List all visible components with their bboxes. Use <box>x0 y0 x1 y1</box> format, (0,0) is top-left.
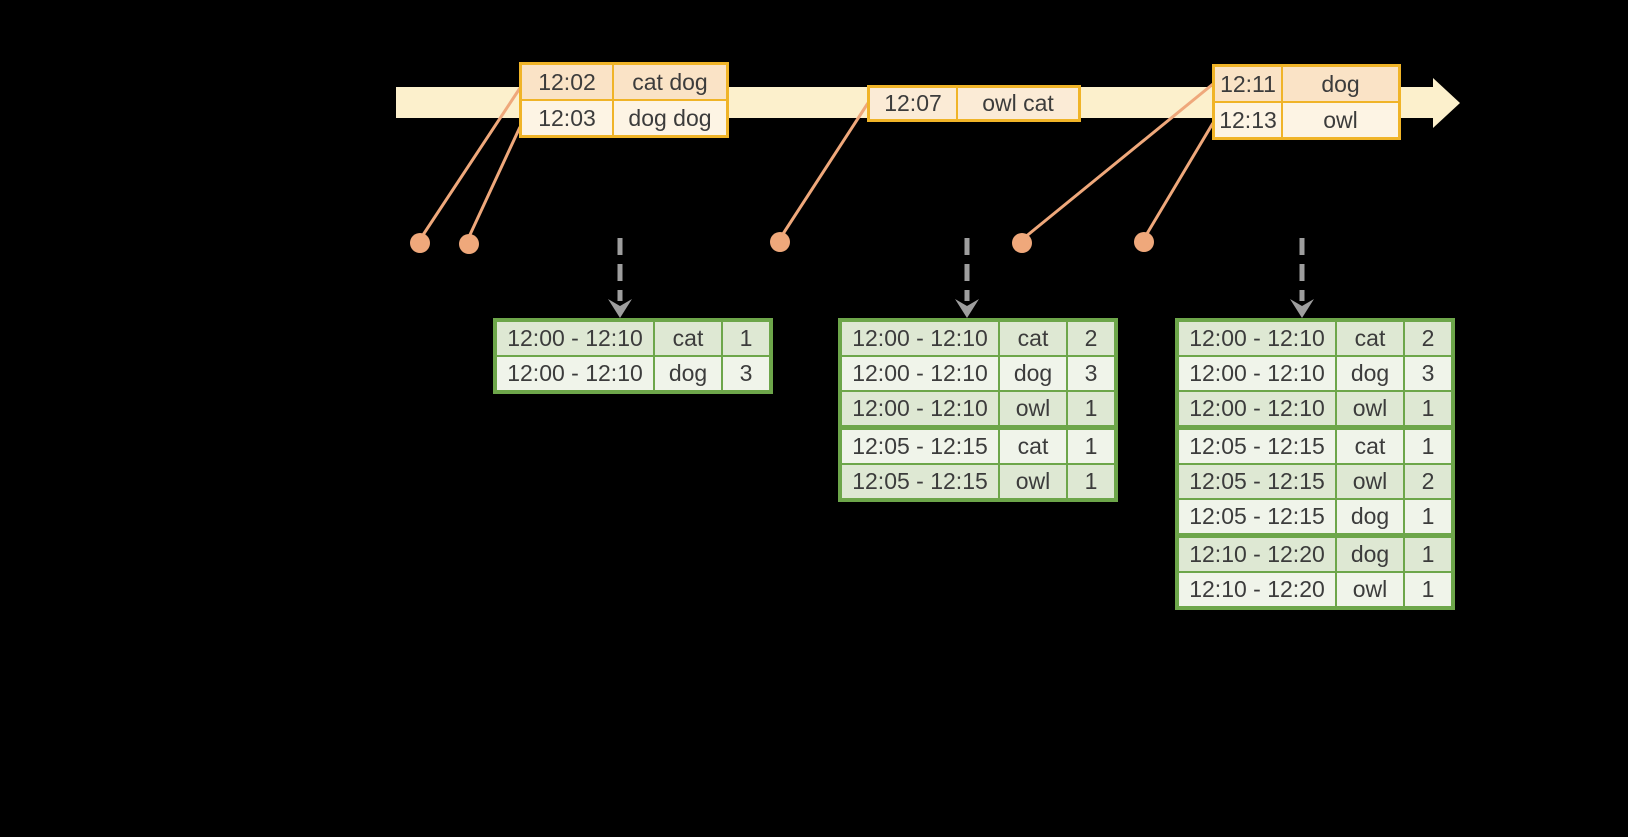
table-cell: 12:00 - 12:10 <box>1176 319 1337 357</box>
table-cell: 12:10 - 12:20 <box>1176 571 1337 609</box>
table-cell: dog <box>1335 498 1405 537</box>
table-cell: dog <box>653 355 723 393</box>
table-cell: 12:10 - 12:20 <box>1176 533 1337 573</box>
table-cell: 12:05 - 12:15 <box>839 463 1000 501</box>
table-cell: 1 <box>721 319 772 357</box>
table-cell: 12:00 - 12:10 <box>839 390 1000 429</box>
event-dot-icon-12-02 <box>410 233 430 253</box>
table-cell: 2 <box>1066 319 1117 357</box>
table-cell: 12:00 - 12:10 <box>1176 355 1337 392</box>
table-cell: cat <box>1335 319 1405 357</box>
table-cell: 1 <box>1403 390 1454 429</box>
table-cell: 3 <box>721 355 772 393</box>
event-dot-icon-12-11 <box>1012 233 1032 253</box>
table-cell: dog <box>998 355 1068 392</box>
table-cell: 12:00 - 12:10 <box>1176 390 1337 429</box>
table-cell: 1 <box>1403 498 1454 537</box>
table-cell: cat <box>1335 425 1405 465</box>
event-line-12-07 <box>779 102 870 238</box>
table-cell: cat <box>998 425 1068 465</box>
table-cell: owl <box>1281 101 1401 140</box>
table-cell: 12:00 - 12:10 <box>494 319 655 357</box>
table-cell: cat dog <box>612 62 729 101</box>
table-cell: 1 <box>1066 390 1117 429</box>
table-cell: 12:03 <box>519 99 614 138</box>
table-cell: 1 <box>1403 571 1454 609</box>
table-cell: 12:00 - 12:10 <box>839 319 1000 357</box>
table-cell: 12:05 - 12:15 <box>839 425 1000 465</box>
trigger-arrowhead-icon-1 <box>608 299 632 318</box>
table-cell: owl cat <box>956 85 1081 122</box>
table-cell: owl <box>1335 571 1405 609</box>
table-cell: 12:05 - 12:15 <box>1176 498 1337 537</box>
table-cell: dog <box>1335 355 1405 392</box>
table-cell: 1 <box>1066 425 1117 465</box>
table-cell: 2 <box>1403 463 1454 500</box>
table-cell: cat <box>998 319 1068 357</box>
table-cell: owl <box>998 390 1068 429</box>
trigger-arrowhead-icon-3 <box>1290 299 1314 318</box>
table-cell: owl <box>998 463 1068 501</box>
event-line-12-03 <box>466 126 522 240</box>
table-cell: dog <box>1281 64 1401 103</box>
table-cell: 12:07 <box>867 85 958 122</box>
table-cell: 12:11 <box>1212 64 1283 103</box>
table-cell: cat <box>653 319 723 357</box>
table-cell: 3 <box>1403 355 1454 392</box>
table-cell: 12:00 - 12:10 <box>494 355 655 393</box>
table-cell: owl <box>1335 390 1405 429</box>
table-cell: 12:05 - 12:15 <box>1176 425 1337 465</box>
event-dot-icon-12-13 <box>1134 232 1154 252</box>
trigger-arrows <box>608 238 1314 318</box>
table-cell: dog <box>1335 533 1405 573</box>
event-dot-icon-12-03 <box>459 234 479 254</box>
table-cell: 1 <box>1066 463 1117 501</box>
table-cell: 1 <box>1403 533 1454 573</box>
table-cell: 12:02 <box>519 62 614 101</box>
table-cell: 1 <box>1403 425 1454 465</box>
table-cell: owl <box>1335 463 1405 500</box>
table-cell: 3 <box>1066 355 1117 392</box>
table-cell: 12:05 - 12:15 <box>1176 463 1337 500</box>
timeline-arrowhead-icon <box>1433 78 1460 128</box>
event-dot-icon-12-07 <box>770 232 790 252</box>
trigger-arrowhead-icon-2 <box>955 299 979 318</box>
table-cell: dog dog <box>612 99 729 138</box>
table-cell: 12:00 - 12:10 <box>839 355 1000 392</box>
table-cell: 12:13 <box>1212 101 1283 140</box>
table-cell: 2 <box>1403 319 1454 357</box>
event-line-12-13 <box>1143 122 1215 238</box>
